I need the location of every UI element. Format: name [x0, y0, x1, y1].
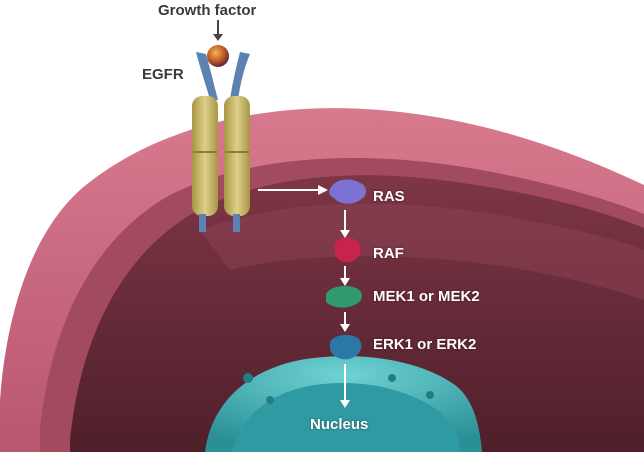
- raf-label: RAF: [373, 245, 404, 262]
- cytoplasm-back-wall: [200, 203, 644, 300]
- nucleus-label: Nucleus: [310, 416, 369, 433]
- arrow-erk-nucleus-head: [340, 400, 350, 408]
- erk-label: ERK1 or ERK2: [373, 336, 477, 353]
- raf-protein: [334, 237, 361, 263]
- nuclear-pore: [243, 373, 253, 383]
- arrow-egfr-ras-head: [318, 185, 328, 195]
- erk-protein: [330, 334, 362, 360]
- mek-label: MEK1 or MEK2: [373, 288, 480, 305]
- growth-factor-ligand: [207, 45, 229, 67]
- mek-protein: [326, 286, 362, 308]
- ras-protein: [329, 179, 366, 204]
- arrow-mek-erk-head: [340, 324, 350, 332]
- arrow-raf-mek-head: [340, 278, 350, 286]
- nuclear-pore: [388, 374, 396, 382]
- egfr-receptor: [192, 52, 250, 232]
- growth-factor-label: Growth factor: [158, 2, 257, 19]
- ras-label: RAS: [373, 188, 405, 205]
- nucleus-inner: [232, 383, 460, 452]
- egfr-label: EGFR: [142, 66, 184, 83]
- nuclear-pore: [426, 391, 434, 399]
- nuclear-pore: [266, 396, 274, 404]
- arrow-growth-factor-head: [213, 34, 223, 41]
- arrow-ras-raf-head: [340, 230, 350, 238]
